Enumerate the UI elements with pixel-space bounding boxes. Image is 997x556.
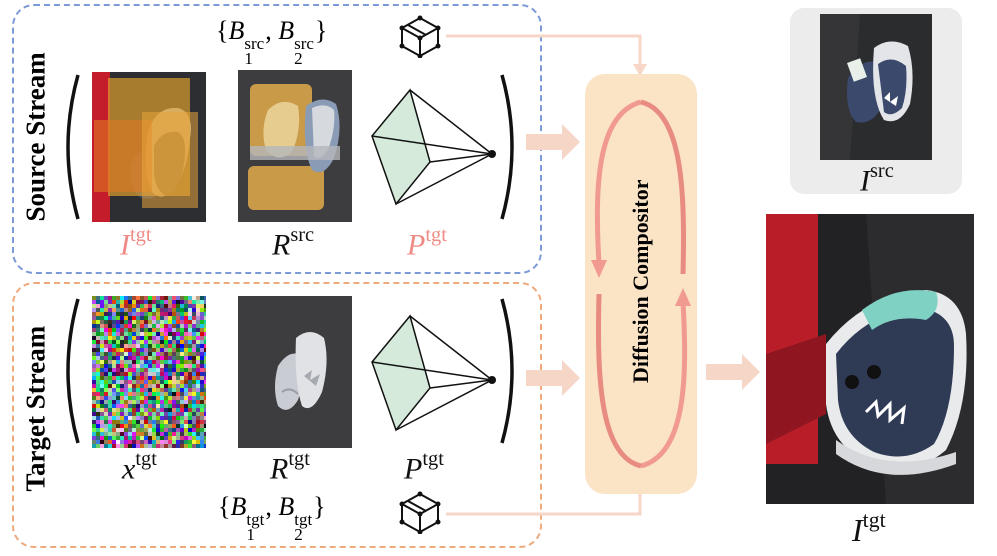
- source-cube-icon: [399, 15, 441, 58]
- caption-target-noise: xtgt: [122, 448, 157, 486]
- target-noise-image: [92, 296, 206, 448]
- caption-source-image: Itgt: [120, 224, 152, 262]
- source-image-with-boxes: [92, 72, 206, 222]
- target-output-caption: Itgt: [852, 508, 886, 549]
- source-output-caption: Isrc: [860, 160, 894, 198]
- target-camera-frustum: [371, 314, 496, 432]
- caption-target-camera: Ptgt: [404, 448, 444, 486]
- target-left-paren: [66, 298, 80, 444]
- source-left-paren: [66, 74, 80, 220]
- compositor-cycle-arrows: [591, 99, 691, 469]
- caption-target-render: Rtgt: [270, 448, 310, 486]
- target-render: [238, 296, 352, 448]
- caption-source-camera: Ptgt: [407, 224, 447, 262]
- target-right-paren: [500, 298, 514, 444]
- source-render: [238, 70, 352, 222]
- compositor-label: Diffusion Compositor: [628, 179, 653, 383]
- source-camera-frustum: [371, 88, 496, 206]
- target-cube-icon: [399, 491, 441, 534]
- target-stream-box: [12, 282, 542, 548]
- source-output-image: [820, 14, 932, 160]
- caption-source-render: Rsrc: [272, 224, 315, 262]
- target-output-image: [766, 214, 974, 504]
- source-right-paren: [500, 74, 514, 220]
